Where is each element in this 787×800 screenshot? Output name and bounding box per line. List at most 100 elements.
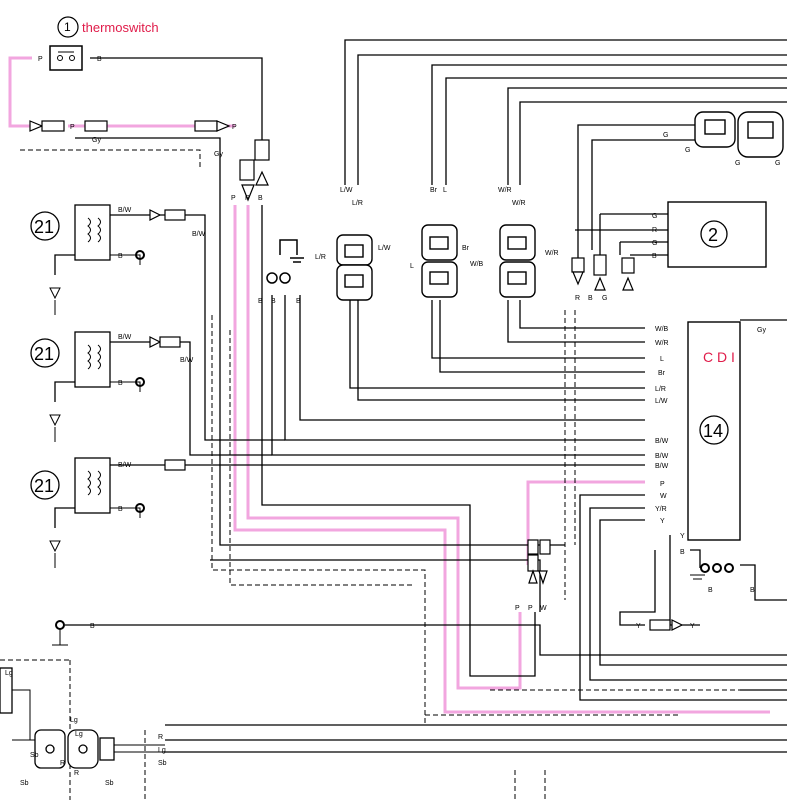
connector-group-2 (421, 224, 458, 298)
svg-text:21: 21 (34, 476, 54, 496)
wire-label-b: B (97, 56, 102, 63)
svg-text:B/W: B/W (192, 231, 206, 238)
svg-text:B/W: B/W (655, 463, 669, 470)
highlight-cdi-p-line (526, 480, 645, 565)
wiring-lines (65, 39, 787, 753)
svg-text:W/R: W/R (655, 340, 669, 347)
shield-lines (0, 149, 770, 800)
cdi-number-circle (699, 415, 729, 445)
top-right-connectors (694, 111, 784, 158)
unit-2-box (667, 201, 767, 268)
svg-text:L: L (443, 187, 447, 194)
wire-label-p: P (38, 56, 43, 63)
unit-2-number-circle (700, 220, 728, 248)
svg-text:W/B: W/B (655, 326, 669, 333)
svg-text:B: B (118, 506, 123, 513)
svg-text:W/R: W/R (545, 250, 559, 257)
svg-text:G: G (652, 213, 657, 220)
svg-text:Y: Y (660, 518, 665, 525)
svg-text:G: G (652, 240, 657, 247)
svg-text:Lg: Lg (5, 670, 13, 677)
svg-text:Sb: Sb (105, 780, 114, 787)
connector-group-3 (499, 224, 536, 298)
svg-text:Sb: Sb (30, 752, 39, 759)
y-inline-connector (649, 619, 684, 631)
svg-text:Sb: Sb (20, 780, 29, 787)
highlighted-wires (8, 56, 770, 714)
svg-text:L: L (660, 356, 664, 363)
svg-text:Br: Br (462, 245, 470, 252)
svg-text:B: B (118, 380, 123, 387)
svg-text:Y/R: Y/R (655, 506, 667, 513)
svg-text:B: B (680, 549, 685, 556)
svg-text:B: B (90, 623, 95, 630)
svg-text:W/B: W/B (470, 261, 484, 268)
thermoswitch-number: 1 (64, 20, 71, 34)
inline-connectors-top (29, 120, 270, 202)
highlight-p-wire-left (233, 205, 770, 714)
svg-text:B: B (652, 253, 657, 260)
ground-junction (266, 239, 304, 284)
svg-text:W: W (660, 493, 667, 500)
svg-text:L/R: L/R (315, 254, 326, 261)
svg-text:21: 21 (34, 344, 54, 364)
svg-text:R: R (60, 760, 65, 767)
pickup-coil-2: 21 (30, 331, 145, 442)
svg-text:P: P (245, 195, 250, 202)
svg-text:B/W: B/W (655, 453, 669, 460)
svg-text:B: B (258, 298, 263, 305)
pickup-inline-connectors (149, 209, 186, 471)
svg-text:P: P (528, 605, 533, 612)
svg-text:Sb: Sb (158, 760, 167, 767)
connector-group-1 (336, 234, 373, 301)
svg-text:B/W: B/W (655, 438, 669, 445)
svg-text:P: P (70, 124, 75, 131)
svg-text:R: R (74, 770, 79, 777)
svg-text:R: R (575, 295, 580, 302)
svg-text:L/W: L/W (378, 245, 391, 252)
thermoswitch-label: thermoswitch (82, 20, 159, 35)
svg-text:W/R: W/R (512, 200, 526, 207)
svg-text:B/W: B/W (118, 334, 132, 341)
svg-text:L/R: L/R (655, 386, 666, 393)
svg-text:B/W: B/W (118, 207, 132, 214)
svg-text:B: B (271, 298, 276, 305)
svg-text:Lg: Lg (75, 731, 83, 738)
svg-text:L/W: L/W (340, 187, 353, 194)
svg-text:Br: Br (430, 187, 438, 194)
svg-text:W: W (540, 605, 547, 612)
svg-text:Gy: Gy (214, 151, 223, 158)
svg-text:G: G (775, 160, 780, 167)
svg-text:B/W: B/W (180, 357, 194, 364)
svg-text:P: P (660, 481, 665, 488)
svg-text:G: G (685, 147, 690, 154)
svg-text:P: P (515, 605, 520, 612)
svg-text:Y: Y (690, 623, 695, 630)
svg-text:Lg: Lg (158, 747, 166, 754)
svg-text:L/R: L/R (352, 200, 363, 207)
svg-text:Lg: Lg (70, 717, 78, 724)
thermoswitch-symbol (49, 45, 83, 71)
cdi-number: 14 (703, 421, 723, 441)
unit-2-inline-connectors (571, 254, 635, 291)
svg-text:R: R (652, 227, 657, 234)
svg-text:G: G (663, 132, 668, 139)
bottom-left-switch (0, 667, 115, 769)
svg-text:W/R: W/R (498, 187, 512, 194)
pickup-coil-3: 21 (30, 457, 145, 568)
svg-text:B: B (258, 195, 263, 202)
highlight-thermoswitch-lead (8, 56, 32, 128)
ppw-connectors (527, 539, 551, 585)
svg-text:P: P (232, 124, 237, 131)
svg-text:L/W: L/W (655, 398, 668, 405)
svg-text:L: L (410, 263, 414, 270)
svg-text:Gy: Gy (92, 137, 101, 144)
svg-text:Gy: Gy (757, 327, 766, 334)
svg-text:G: G (735, 160, 740, 167)
svg-text:B: B (588, 295, 593, 302)
svg-text:Br: Br (658, 370, 666, 377)
highlight-p-wire-right (246, 205, 522, 690)
svg-text:B/W: B/W (118, 462, 132, 469)
cdi-label: C D I (703, 349, 735, 365)
